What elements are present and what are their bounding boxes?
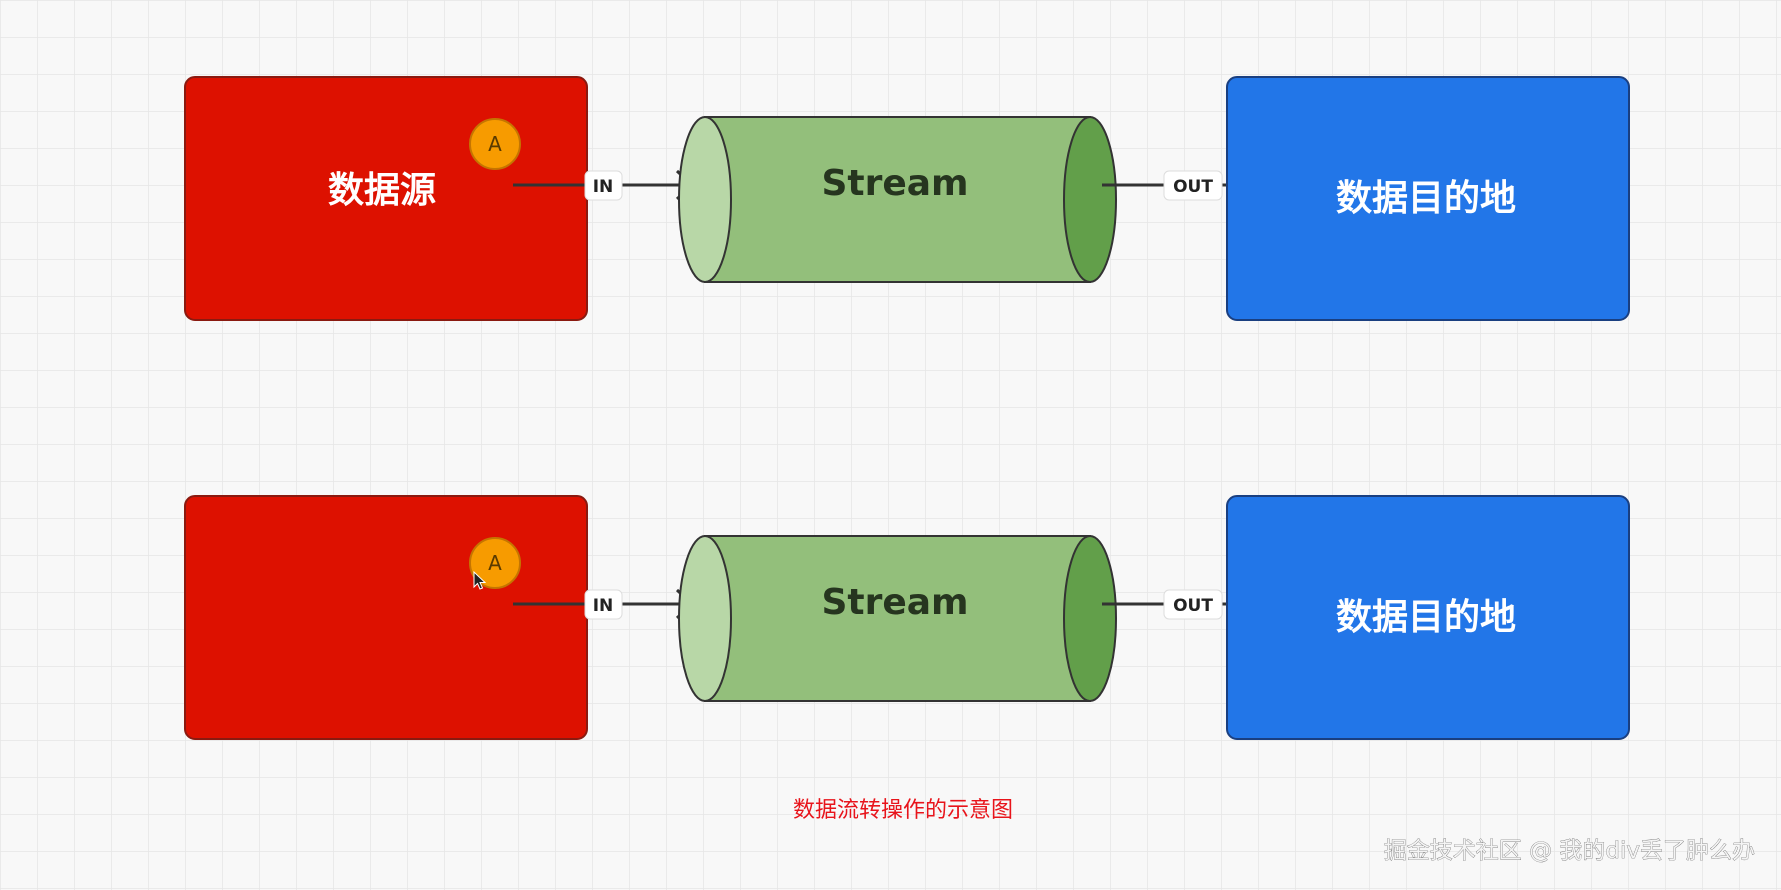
stream-in-cap [678,535,732,702]
badge-a[interactable] [469,537,521,589]
badge-label: A [488,551,502,575]
badge-label: A [488,132,502,156]
stream-label: Stream [821,582,968,623]
stream-label: Stream [821,163,968,204]
out-label: OUT [1173,596,1213,616]
stream-out-cap [1063,535,1117,702]
out-label-box [1163,589,1223,620]
in-label: IN [593,177,614,197]
mouse-cursor-icon [473,570,487,590]
out-label-box [1163,170,1223,201]
flow-row-1: 数据源 A IN Stream OUT 数据目的地 [184,76,1630,321]
destination-box[interactable] [1226,76,1630,321]
stream-in-cap [678,116,732,283]
destination-box[interactable] [1226,495,1630,740]
source-box[interactable] [184,495,588,740]
diagram-caption: 数据流转操作的示意图 [793,798,1013,823]
in-label-box [584,170,623,201]
badge-a[interactable] [469,118,521,170]
destination-label: 数据目的地 [1336,178,1516,219]
out-label: OUT [1173,177,1213,197]
in-label: IN [593,596,614,616]
flow-row-2: A IN Stream OUT 数据目的地 [184,495,1630,740]
watermark: 掘金技术社区 @ 我的div丢了肿么办 [1384,838,1755,864]
stream-cylinder[interactable] [678,116,1117,283]
destination-label: 数据目的地 [1336,597,1516,638]
in-label-box [584,589,623,620]
stream-out-cap [1063,116,1117,283]
stream-cylinder[interactable] [678,535,1117,702]
source-label: 数据源 [328,170,436,211]
